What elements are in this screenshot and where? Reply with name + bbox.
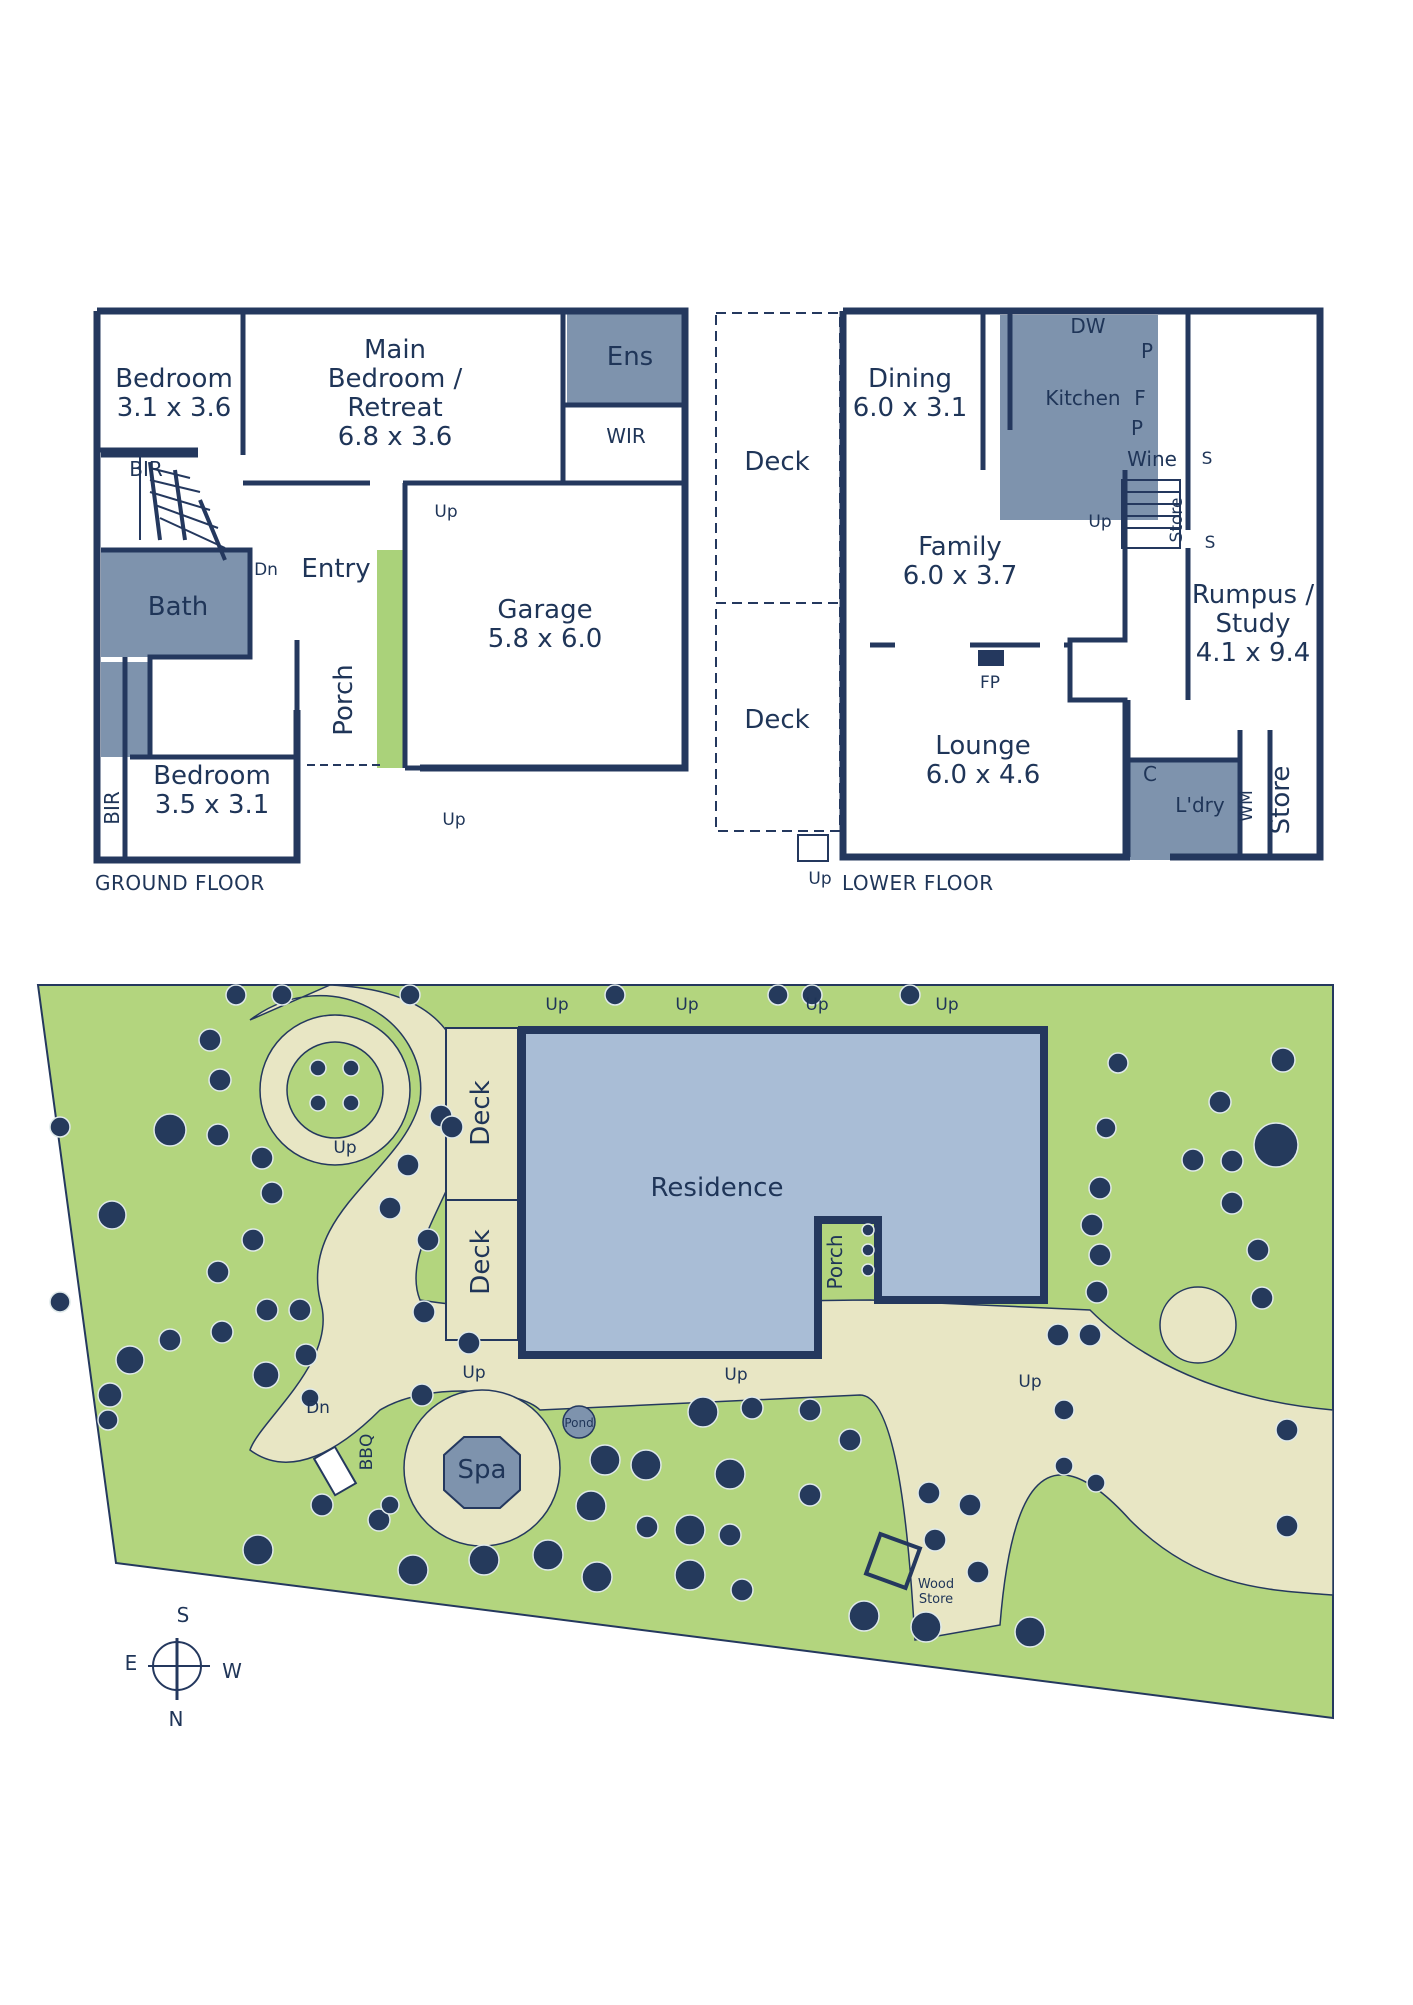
lower-floor-caption: LOWER FLOOR (842, 871, 994, 895)
main-bedroom-line2: Bedroom / (328, 364, 463, 394)
ensuite-area (567, 313, 682, 403)
laundry-label: L'dry (1175, 793, 1225, 817)
site-deck-bottom-label: Deck (466, 1229, 496, 1294)
dw-label: DW (1070, 314, 1105, 338)
wood-store (863, 1531, 923, 1591)
bir-top-label: BIR (129, 457, 163, 481)
ensuite-label: Ens (607, 342, 653, 372)
site-deck-top-label: Deck (466, 1080, 496, 1145)
fireplace (978, 650, 1004, 666)
wine-label: Wine (1127, 447, 1177, 471)
site-up-5: Up (333, 1138, 356, 1158)
main-bedroom-line3: Retreat (347, 393, 442, 423)
p1-label: P (1141, 339, 1153, 363)
rumpus-size: 4.1 x 9.4 (1196, 638, 1311, 668)
kitchen-label: Kitchen (1045, 386, 1120, 410)
spa-octagon (443, 1436, 521, 1509)
wm-label: WM (1237, 790, 1257, 821)
site-bbq-label: BBQ (357, 1434, 377, 1471)
s2-label: S (1205, 533, 1216, 553)
entry-label: Entry (301, 554, 370, 584)
fp-label: FP (980, 673, 1000, 693)
site-up-1: Up (545, 995, 568, 1015)
lower-stairs (797, 479, 1181, 862)
lounge-label: Lounge (935, 731, 1030, 761)
c-label: C (1143, 762, 1157, 786)
store-small-label: Store (1167, 498, 1187, 543)
bir-side-label: BIR (100, 791, 124, 825)
porch-garden-strip (377, 550, 405, 768)
site-pond-label: Pond (564, 1416, 593, 1430)
lower-floor-plan: Deck Deck Dining 6.0 x 3.1 DW P Kitchen … (715, 307, 1324, 895)
stair-treads (139, 455, 226, 549)
trees (49, 984, 1299, 1648)
bedroom1-label: Bedroom (115, 364, 233, 394)
site-wood-store-line2: Store (919, 1592, 953, 1607)
site-deck-bottom (445, 1199, 519, 1341)
site-up-2: Up (675, 995, 698, 1015)
compass-e: E (125, 1651, 138, 1675)
site-residence-label: Residence (651, 1173, 784, 1203)
up-garage-label: Up (434, 502, 457, 522)
site-up-6: Up (462, 1363, 485, 1383)
bedroom2-size: 3.5 x 3.1 (155, 790, 270, 820)
site-spa-label: Spa (458, 1455, 507, 1485)
site-dn-label: Dn (306, 1398, 330, 1418)
compass-rose: S N E W (125, 1603, 242, 1731)
dining-label: Dining (868, 364, 952, 394)
garage-label: Garage (497, 595, 592, 625)
residence-footprint (518, 1026, 1048, 1359)
bedroom1-size: 3.1 x 3.6 (117, 393, 232, 423)
site-up-7: Up (724, 1365, 747, 1385)
s1-label: S (1202, 449, 1213, 469)
ground-floor-plan: Bedroom 3.1 x 3.6 Main Bedroom / Retreat… (93, 307, 689, 895)
lawn-circle (1159, 1286, 1237, 1364)
up-deck-label: Up (808, 869, 831, 889)
bath-area (101, 550, 248, 657)
inner-round-garden (286, 1041, 384, 1139)
up-porch-label: Up (442, 810, 465, 830)
porch-label: Porch (329, 664, 359, 736)
family-size: 6.0 x 3.7 (903, 561, 1018, 591)
laundry-area (1128, 760, 1238, 860)
lower-outer-wall (839, 307, 1324, 861)
site-up-3: Up (805, 995, 828, 1015)
kitchen-area (1000, 315, 1158, 520)
lower-interior-walls (870, 311, 1273, 860)
site-wood-store-line1: Wood (918, 1577, 954, 1592)
bath-label: Bath (148, 592, 208, 622)
up-stairs-label: Up (1088, 512, 1111, 532)
bbq (312, 1445, 358, 1497)
ground-floor-caption: GROUND FLOOR (95, 871, 265, 895)
f-label: F (1134, 386, 1146, 410)
deck-bottom-label: Deck (744, 705, 809, 735)
garage-size: 5.8 x 6.0 (488, 624, 603, 654)
store-big-label: Store (1266, 766, 1296, 835)
rumpus-line1: Rumpus / (1192, 580, 1314, 610)
bedroom2-label: Bedroom (153, 761, 271, 791)
deck-top-label: Deck (744, 447, 809, 477)
dining-size: 6.0 x 3.1 (853, 393, 968, 423)
ground-interior-walls (97, 311, 685, 860)
p2-label: P (1131, 416, 1143, 440)
rumpus-line2: Study (1215, 609, 1290, 639)
lounge-size: 6.0 x 4.6 (926, 760, 1041, 790)
site-up-8: Up (1018, 1372, 1041, 1392)
compass-s: S (177, 1603, 190, 1627)
dn-label: Dn (254, 560, 278, 580)
site-porch-label: Porch (823, 1234, 847, 1289)
main-bedroom-line1: Main (364, 335, 426, 365)
family-label: Family (918, 532, 1002, 562)
pond (562, 1405, 596, 1439)
site-up-4: Up (935, 995, 958, 1015)
compass-w: W (222, 1659, 242, 1683)
main-bedroom-size: 6.8 x 3.6 (338, 422, 453, 452)
wir-label: WIR (606, 424, 646, 448)
compass-n: N (169, 1707, 184, 1731)
site-plan: Residence Deck Deck Porch Spa Pond BBQ D… (36, 984, 1334, 1731)
